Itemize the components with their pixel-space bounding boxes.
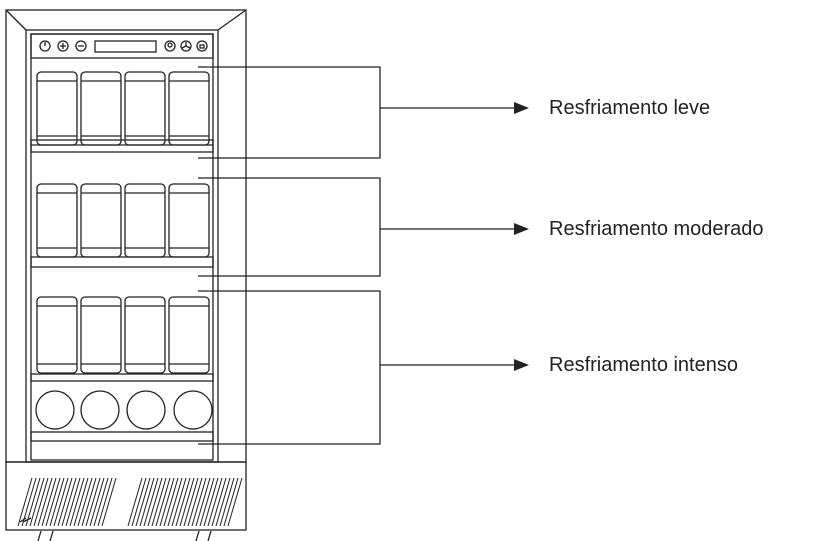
vent-slat [179,477,195,527]
cooler-cabinet [5,9,247,463]
label-resfriamento-moderado: Resfriamento moderado [549,218,764,240]
vent-slat [97,477,113,527]
bottle [35,390,75,430]
vent-slat [175,477,191,527]
vent-slat [207,477,223,527]
can [124,183,166,258]
vent-slat [147,477,163,527]
vent-slat [49,477,65,527]
vent-slat [93,477,109,527]
vent-slat [159,477,175,527]
vent-slat [77,477,93,527]
vent-slat [143,477,159,527]
vent-slat [183,477,199,527]
vent-slat [85,477,101,527]
can [124,296,166,374]
vent-slat [155,477,171,527]
can [80,183,122,258]
tier-bottles [30,390,214,442]
vent-slat [81,477,97,527]
can [168,71,210,146]
vent-slat [127,477,143,527]
shelf [30,256,214,268]
vent-slat [199,477,215,527]
vent-slat [53,477,69,527]
lock-icon [196,40,208,52]
display-screen [94,40,157,53]
vent-slat [191,477,207,527]
bottle [80,390,120,430]
minus-icon [75,40,87,52]
vent-slat [195,477,211,527]
vent-slat [203,477,219,527]
vent-slat [211,477,227,527]
base-vent-panel [5,461,247,531]
vent-slat [45,477,61,527]
vent-slat [101,477,117,527]
vent-grille-left [19,517,32,523]
tier-cans-lower [30,296,214,382]
power-icon [39,40,51,52]
vent-slat [41,477,57,527]
vent-slat [25,477,41,527]
vent-slat [223,477,239,527]
vent-slat [69,477,85,527]
shelf [30,373,214,382]
vent-slat [187,477,203,527]
bottle [126,390,166,430]
tier-cans-middle [30,183,214,268]
vent-slat [57,477,73,527]
bracket-zone-leve [198,66,381,159]
vent-slat [29,477,45,527]
label-resfriamento-intenso: Resfriamento intenso [549,354,738,376]
can [36,71,78,146]
plus-icon [57,40,69,52]
light-icon [164,40,176,52]
arrowhead-intenso [514,359,529,371]
can [168,296,210,374]
can [36,296,78,374]
vent-slat [89,477,105,527]
vent-slat [163,477,179,527]
can [80,71,122,146]
feet [37,530,212,541]
vent-slat [33,477,49,527]
vent-slat [73,477,89,527]
vent-slat [21,477,37,527]
bracket-zone-intenso [198,290,381,445]
vent-slat [139,477,155,527]
bracket-zone-moderado [198,177,381,277]
tier-cans-upper [30,71,214,153]
vent-slat [61,477,77,527]
vent-slat [227,477,243,527]
vent-slat [135,477,151,527]
vent-slat [215,477,231,527]
shelf [30,431,214,442]
shelf [30,139,214,153]
can [124,71,166,146]
vent-slat [17,477,33,527]
vent-slat [167,477,183,527]
can [36,183,78,258]
fan-icon [180,40,192,52]
control-panel [30,33,214,59]
vent-slat [171,477,187,527]
can [168,183,210,258]
bottle [173,390,213,430]
arrowhead-leve [514,102,529,114]
arrowhead-moderado [514,223,529,235]
can [80,296,122,374]
vent-slat [219,477,235,527]
vent-slat [131,477,147,527]
label-resfriamento-leve: Resfriamento leve [549,97,711,119]
vent-slat [65,477,81,527]
vent-grille-right [127,477,243,527]
vent-slat [151,477,167,527]
vent-grille-left [17,477,117,527]
vent-slat [37,477,53,527]
